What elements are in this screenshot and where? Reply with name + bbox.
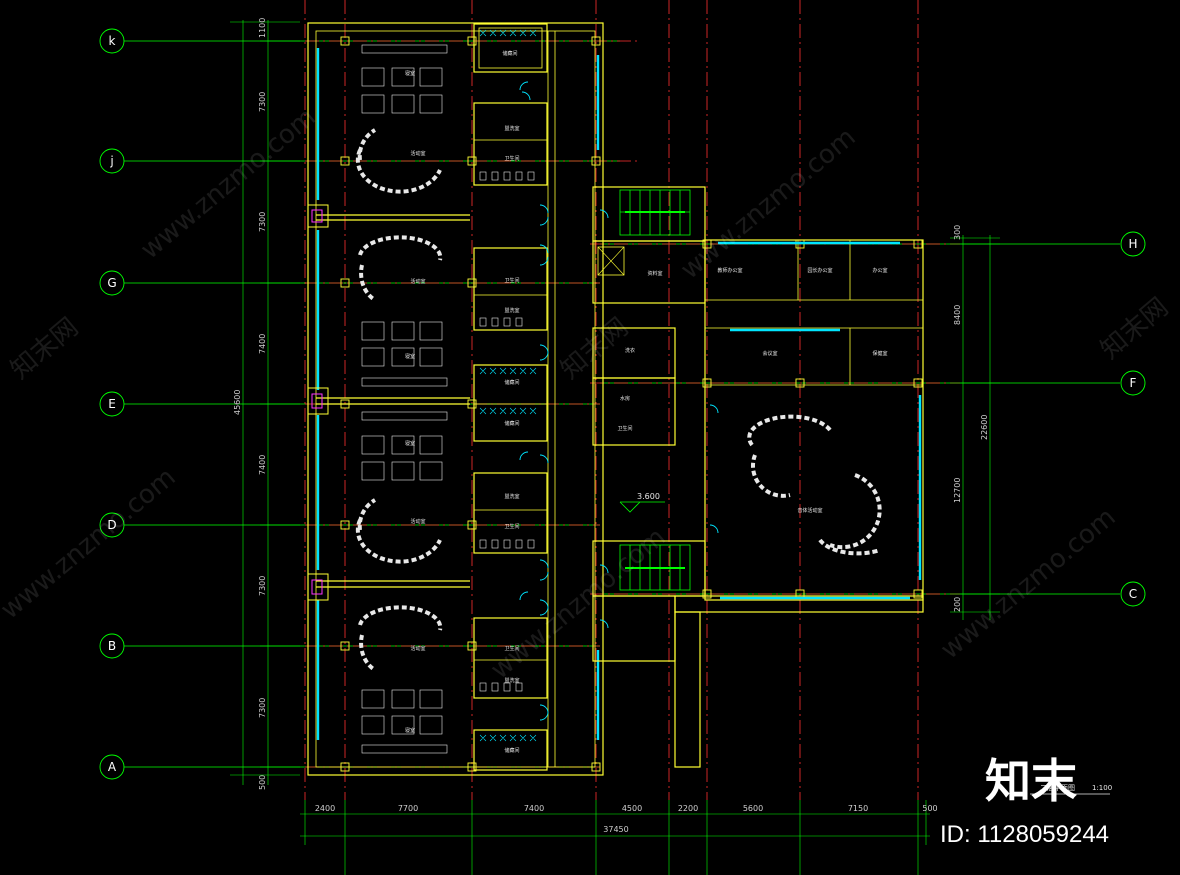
room-label-activity-4: 活动室 (410, 645, 425, 652)
room-label-washroom-1: 盥洗室 (504, 125, 519, 132)
room-label-hall: 音体活动室 (797, 507, 822, 514)
room-label-toilet-4: 卫生间 (504, 645, 519, 652)
watermark-2: www.znzmo.com (675, 122, 861, 285)
right-dim-2: 12700 (953, 478, 962, 503)
watermark-brand-3: 知末网 (1095, 292, 1174, 365)
stairs (619, 189, 691, 591)
room-label-toilet-core: 卫生间 (617, 425, 632, 432)
bottom-dim-1: 7700 (398, 804, 418, 813)
room-label-bedroom-3: 寝室 (405, 440, 415, 447)
axis-label-c: C (1129, 587, 1137, 601)
room-labels: 储藏间 寝室 活动室 盥洗室 卫生间 活动室 卫生间 盥洗室 寝室 储藏间 储藏… (405, 50, 888, 754)
left-wing-walls (307, 22, 604, 776)
vertical-axis-lines (304, 0, 919, 800)
room-label-washroom-2: 盥洗室 (504, 307, 519, 314)
toilet-fixtures (479, 171, 535, 692)
right-dim-total: 22600 (980, 415, 989, 440)
room-label-bedroom-4: 寝室 (405, 727, 415, 734)
room-label-toilet-2: 卫生间 (504, 277, 519, 284)
right-dim-1: 8400 (953, 305, 962, 325)
watermark-1: www.znzmo.com (135, 102, 321, 265)
left-dim-4: 7400 (258, 455, 267, 475)
left-dim-total: 45600 (233, 390, 242, 415)
room-label-activity-1: 活动室 (410, 150, 425, 157)
left-dim-2: 7300 (258, 212, 267, 232)
bottom-dim-2: 7400 (524, 804, 544, 813)
axis-label-h: H (1128, 237, 1137, 251)
axis-label-k: k (109, 34, 116, 48)
facade-pilasters (307, 204, 329, 601)
bottom-dim-4: 2200 (678, 804, 698, 813)
room-label-washroom-3: 盥洗室 (504, 493, 519, 500)
room-label-storage-2: 储藏间 (504, 379, 519, 386)
room-label-archive: 资料室 (647, 270, 662, 277)
bottom-dim-6: 7150 (848, 804, 868, 813)
room-label-storage-1: 储藏间 (502, 50, 517, 57)
seating-arcs (355, 128, 882, 672)
drawing-scale-text: 1:100 (1092, 784, 1112, 792)
axis-label-f: F (1130, 376, 1137, 390)
axis-label-a: A (108, 760, 117, 774)
watermark-3: www.znzmo.com (0, 462, 182, 625)
axis-label-d: D (107, 518, 116, 532)
room-label-bedroom-2: 寝室 (405, 353, 415, 360)
left-dimension-chain: 1100 7300 7300 7400 7400 7300 7300 500 4… (230, 18, 300, 790)
room-label-toilet-1: 卫生间 (504, 155, 519, 162)
bottom-dim-0: 2400 (315, 804, 335, 813)
bottom-dim-3: 4500 (622, 804, 642, 813)
room-label-principal: 园长办公室 (807, 267, 832, 274)
bottom-dim-5: 5600 (743, 804, 763, 813)
room-label-office: 办公室 (872, 267, 887, 274)
watermarks: www.znzmo.com www.znzmo.com www.znzmo.co… (0, 102, 1174, 685)
room-label-bedroom-1: 寝室 (405, 70, 415, 77)
room-label-laundry: 洗衣 (625, 347, 635, 354)
right-axis-bubbles: H F C (1120, 231, 1146, 607)
room-label-storage-3: 储藏间 (504, 420, 519, 427)
room-label-activity-3: 活动室 (410, 518, 425, 525)
structural-columns (340, 36, 923, 772)
left-dim-3: 7400 (258, 334, 267, 354)
room-label-water: 水房 (620, 395, 630, 402)
left-facade-windows (316, 48, 600, 740)
brand-logo: 知末 (985, 754, 1077, 808)
room-label-teachers-office: 教师办公室 (717, 267, 742, 274)
drawing-title: 二层平面图 1:100 (1030, 784, 1112, 795)
service-blocks (473, 23, 548, 771)
axis-label-j: j (109, 154, 113, 168)
drawing-title-text: 二层平面图 (1040, 784, 1075, 792)
right-wing-walls (674, 239, 924, 768)
bottom-dimension-chain: 2400 7700 7400 4500 2200 5600 7150 500 3… (300, 800, 938, 875)
room-label-activity-2: 活动室 (410, 278, 425, 285)
axis-label-e: E (108, 397, 116, 411)
left-axis-bubbles: k j G E D B A (99, 28, 125, 780)
bed-groups (361, 44, 448, 754)
axis-label-b: B (108, 639, 116, 653)
bottom-dim-7: 500 (922, 804, 937, 813)
left-dim-7: 500 (258, 775, 267, 790)
left-dim-0: 1100 (258, 18, 267, 38)
left-dim-1: 7300 (258, 92, 267, 112)
right-dim-0: 300 (953, 225, 962, 240)
room-label-washroom-4: 盥洗室 (504, 677, 519, 684)
room-label-meeting: 会议室 (762, 350, 777, 357)
bottom-dim-total: 37450 (603, 825, 628, 834)
image-id: ID: 1128059244 (940, 821, 1109, 848)
room-label-toilet-3: 卫生间 (504, 523, 519, 530)
room-label-health: 保健室 (872, 350, 887, 357)
right-dim-3: 200 (953, 597, 962, 612)
stall-fixtures (479, 29, 537, 742)
right-dimension-chain: 300 8400 12700 200 22600 (950, 225, 1000, 620)
watermark-brand-1: 知末网 (5, 312, 84, 385)
room-label-storage-4: 储藏间 (504, 747, 519, 754)
left-dim-5: 7300 (258, 576, 267, 596)
elevation-value: 3.600 (637, 492, 660, 501)
axis-label-g: G (107, 276, 116, 290)
doors (519, 81, 719, 721)
elevation-mark: 3.600 (619, 492, 665, 513)
left-dim-6: 7300 (258, 698, 267, 718)
